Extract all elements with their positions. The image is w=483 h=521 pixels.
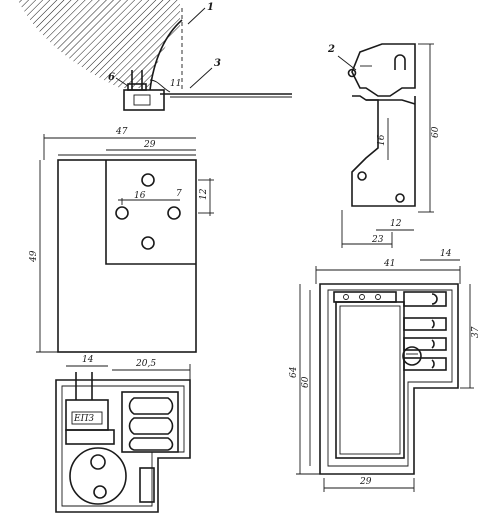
callout-1: 1 (207, 2, 214, 13)
bracket-hole-top (347, 68, 357, 78)
callout-3: 3 (214, 58, 221, 69)
terminal-base (127, 83, 147, 91)
dim-box-height-outer: 64 (289, 366, 299, 378)
dim-box-top-right: 14 (440, 249, 452, 259)
bracket-detail: 2 60 16 12 23 (327, 43, 441, 248)
relay-top (333, 291, 397, 303)
inner-panel (105, 160, 196, 265)
leader-2 (337, 55, 357, 71)
leader-6 (115, 77, 129, 87)
dim-box-right: 37 (471, 326, 481, 338)
dim-bracket-height: 60 (431, 126, 441, 138)
round-socket (69, 447, 127, 505)
leader-3 (189, 67, 213, 89)
dim-box-width: 41 (383, 259, 395, 269)
plate-outline (57, 159, 197, 353)
bracket-slot (394, 54, 406, 70)
bracket-hole-bottom (395, 193, 405, 203)
leader-1 (187, 7, 206, 25)
hole-bottom (141, 236, 155, 250)
hatched-body (18, 0, 180, 88)
hole-top (141, 173, 155, 187)
dim-box-height-inner: 60 (301, 376, 311, 388)
hole-right (167, 206, 181, 220)
dim-box-bottom: 29 (359, 477, 372, 487)
wire-arc (149, 79, 171, 93)
enclosure-detail: 41 14 37 64 60 29 (289, 249, 481, 492)
assembly-detail: ЕПЗ 14 20,5 (55, 355, 191, 513)
box-outer (319, 283, 459, 475)
contact-rail-3 (403, 357, 447, 371)
bracket-lower (351, 95, 416, 207)
box-inner (327, 289, 453, 467)
knob (402, 346, 422, 366)
contact-rail-1 (403, 317, 447, 331)
hole-left (115, 206, 129, 220)
dim-plate-width: 47 (115, 127, 128, 137)
lower-housing (65, 429, 115, 445)
callout-2: 2 (327, 44, 335, 55)
dim-bottom-left-small: 14 (82, 355, 94, 365)
dim-bottom-right-top: 20,5 (135, 359, 156, 369)
plate-detail: 16 7 47 29 12 49 (29, 127, 214, 353)
dim-hole-label: 16 (134, 191, 146, 201)
terminal-block (123, 89, 165, 111)
socket-bracket (139, 467, 155, 503)
terminal-marking: ЕПЗ (73, 414, 94, 424)
dim-inner-width: 29 (143, 140, 156, 150)
component-large-inner (339, 305, 401, 455)
mounting-detail: 1 3 6 11 (18, 0, 292, 111)
dim-small: 11 (170, 79, 181, 89)
dim-hole-pitch-h: 7 (176, 189, 182, 199)
bracket-outline (351, 43, 416, 97)
dim-bracket-base: 23 (371, 235, 384, 245)
bracket-hole-mid (357, 171, 367, 181)
dim-bracket-notch: 12 (390, 219, 402, 229)
socket-hole-bottom (93, 485, 107, 499)
component-large (335, 301, 405, 459)
dim-bracket-mid: 16 (377, 134, 387, 146)
dim-plate-height: 49 (29, 250, 39, 263)
body-outline (149, 19, 183, 91)
socket-hole-top (90, 454, 106, 470)
contact-rail-2 (403, 337, 447, 351)
contact-column (121, 391, 179, 453)
terminal-block-inner (133, 94, 151, 106)
contact-rail-top (403, 291, 447, 307)
bracket-mid-edge (366, 99, 416, 105)
dim-hole-pitch-v: 12 (199, 188, 209, 200)
callout-6: 6 (108, 72, 115, 83)
